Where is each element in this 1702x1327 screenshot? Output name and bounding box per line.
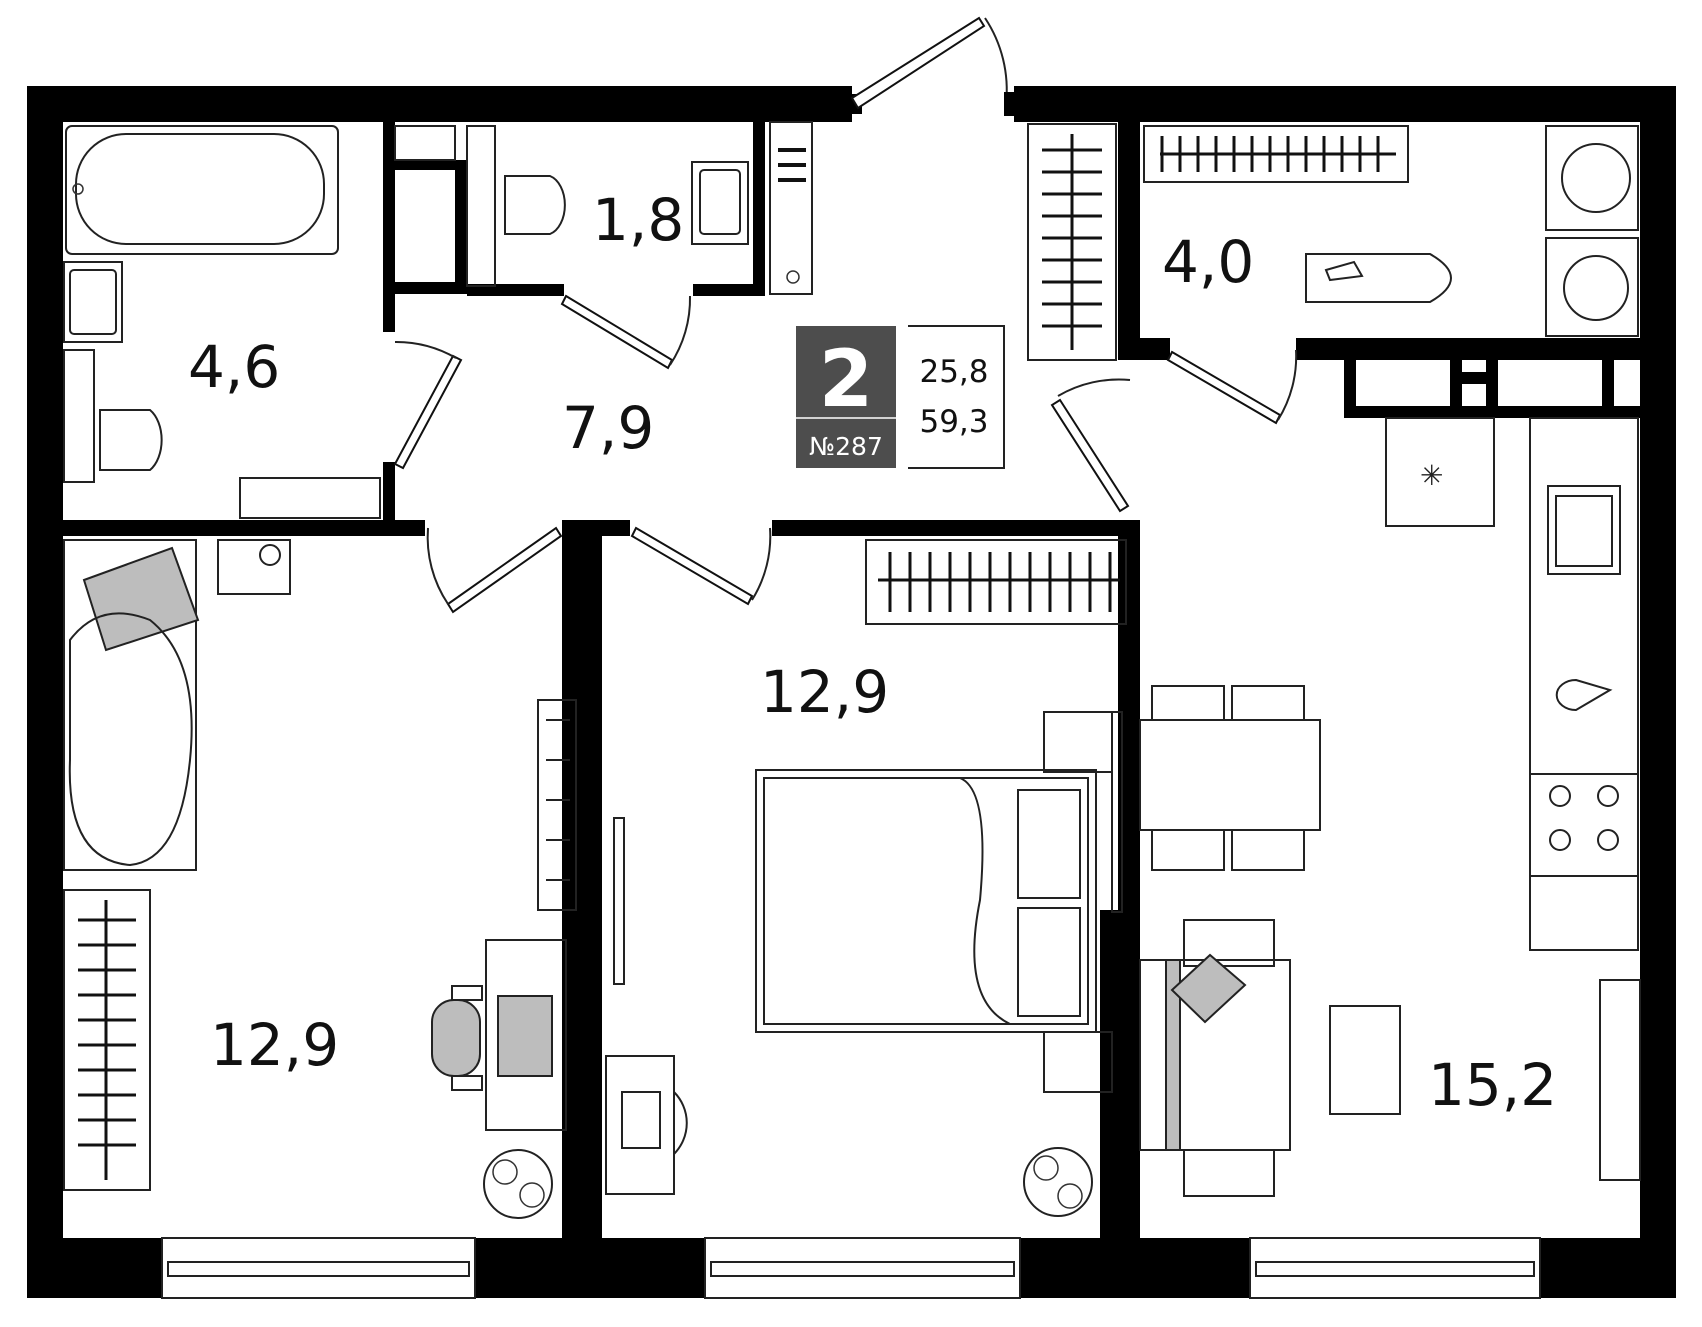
apartment-number: №287	[809, 432, 883, 461]
outer-walls	[27, 86, 1676, 1298]
living-area: 25,8	[919, 354, 988, 390]
middle-tv	[1111, 711, 1123, 913]
left-wardrobe	[63, 889, 151, 1191]
sofa	[1139, 919, 1291, 1197]
fridge: ✳	[1385, 417, 1495, 527]
room-area-bedroom-left: 12,9	[210, 1011, 339, 1079]
left-desk	[431, 939, 567, 1131]
rooms-count: 2	[819, 335, 873, 425]
cooktop	[1529, 773, 1639, 877]
windows	[161, 1237, 1541, 1299]
water-heater	[769, 121, 813, 295]
room-area-hall: 7,9	[562, 394, 654, 462]
kitchen-sink	[1547, 485, 1621, 575]
bath-shelf	[394, 125, 456, 161]
washing-machine	[1545, 125, 1639, 231]
hall-wardrobe	[1027, 123, 1117, 361]
dining-table	[1139, 685, 1321, 871]
bathtub	[65, 125, 339, 255]
interior-walls	[27, 122, 1640, 1238]
nightstand-left	[217, 539, 291, 595]
room-area-storage: 4,0	[1162, 228, 1254, 296]
room-area-bathroom: 4,6	[188, 333, 280, 401]
hood-icon	[1555, 678, 1613, 712]
plant-left	[483, 1149, 553, 1219]
badge-background	[796, 326, 896, 468]
total-area: 59,3	[919, 404, 988, 440]
room-area-wc: 1,8	[592, 186, 684, 254]
apartment-badge: 2 №287 25,8 59,3	[796, 325, 1005, 469]
bath-toilet	[63, 349, 163, 483]
middle-mirror	[613, 817, 625, 985]
dryer	[1545, 237, 1639, 337]
doors	[393, 16, 1298, 614]
ironing-board	[1305, 253, 1452, 303]
coffee-table	[1329, 1005, 1401, 1115]
kitchen-counter	[1529, 417, 1639, 951]
room-area-bedroom-middle: 12,9	[760, 658, 889, 726]
plant-middle	[1023, 1147, 1093, 1217]
room-area-kitchen-living: 15,2	[1428, 1051, 1557, 1119]
nightstand-bottom	[1043, 1031, 1113, 1093]
bath-sink	[63, 261, 123, 343]
tv-unit	[1599, 979, 1641, 1181]
middle-wardrobe	[865, 539, 1127, 625]
bath-cabinet	[239, 477, 381, 519]
left-shelf	[537, 699, 577, 911]
left-bed	[63, 539, 200, 871]
nightstand-top	[1043, 711, 1113, 773]
storage-rail	[1143, 125, 1409, 183]
wc-toilet	[466, 125, 566, 287]
double-bed	[755, 769, 1097, 1033]
wc-sink	[691, 161, 749, 245]
middle-desk	[605, 1055, 688, 1195]
svg-text:✳: ✳	[1420, 459, 1443, 492]
